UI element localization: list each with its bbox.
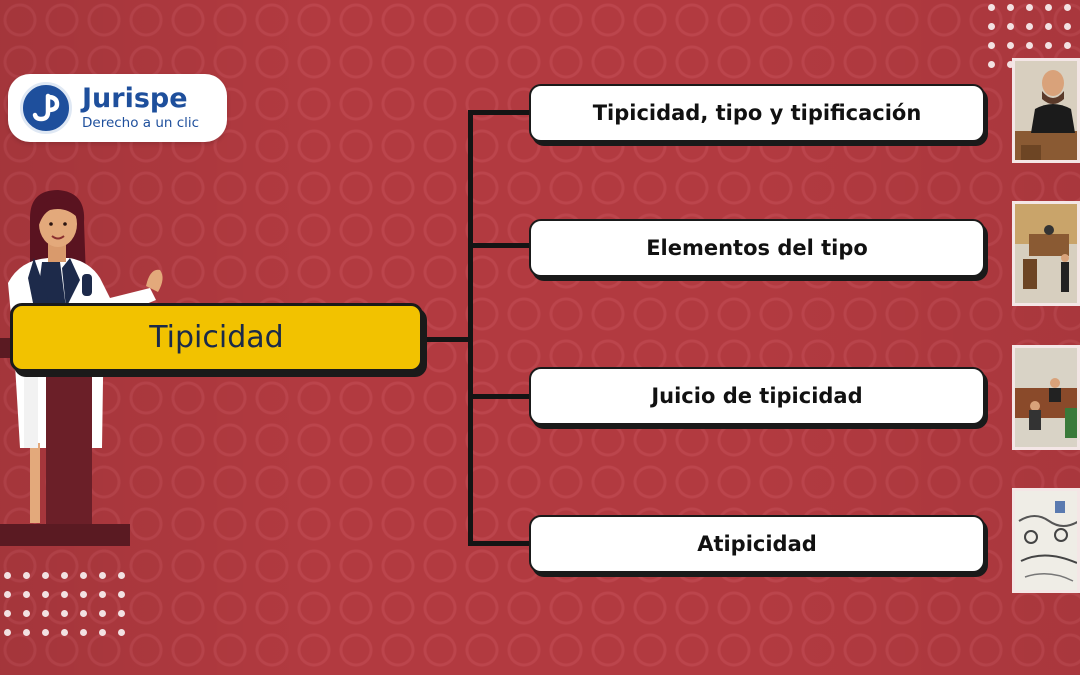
decorative-dot [118,629,125,636]
jurispe-logo-icon [20,82,72,134]
decorative-dot [99,610,106,617]
decorative-dot [61,610,68,617]
decorative-dot [80,610,87,617]
decorative-dot [23,572,30,579]
decorative-dot [42,629,49,636]
decorative-dot [988,61,995,68]
decorative-dot [80,572,87,579]
decorative-dot [4,572,11,579]
brand-tagline: Derecho a un clic [82,115,200,131]
decorative-dot [42,591,49,598]
decorative-dot [23,610,30,617]
decorative-dots-bottom-left [4,572,125,636]
connector-branch-4 [468,541,530,546]
decorative-dot [23,629,30,636]
decorative-dot [1026,42,1033,49]
decorative-dot [1007,42,1014,49]
decorative-dot [988,42,995,49]
branch-node-atipicidad: Atipicidad [529,515,985,573]
branch-node-juicio-de-tipicidad: Juicio de tipicidad [529,367,985,425]
decorative-dot [1026,23,1033,30]
decorative-dot [80,591,87,598]
hearing-sketch-illustration [1012,488,1080,593]
decorative-dot [1007,23,1014,30]
decorative-dot [4,610,11,617]
branch-node-elementos-del-tipo: Elementos del tipo [529,219,985,277]
decorative-dot [61,572,68,579]
decorative-dot [99,629,106,636]
decorative-dot [118,591,125,598]
decorative-dot [988,4,995,11]
decorative-dot [1064,4,1071,11]
brand-name: Jurispe [82,83,188,114]
decorative-dot [1045,42,1052,49]
decorative-dot [1007,61,1014,68]
decorative-dot [99,572,106,579]
decorative-dot [99,591,106,598]
decorative-dot [1045,4,1052,11]
podium-base [0,524,130,546]
connector-branch-1 [468,110,530,115]
jurispe-logo[interactable]: Jurispe Derecho a un clic [8,74,227,142]
courtroom-illustration [1012,201,1080,306]
connector-trunk [468,110,473,546]
decorative-dot [80,629,87,636]
decorative-dot [1064,42,1071,49]
branch-node-tipicidad-tipo-tipificacion: Tipicidad, tipo y tipificación [529,84,985,142]
decorative-dot [4,629,11,636]
podium-stand [46,372,92,532]
judge-illustration [1012,58,1080,163]
connector-branch-3 [468,394,530,399]
connector-branch-2 [468,243,530,248]
decorative-dot [1045,23,1052,30]
root-node-tipicidad: Tipicidad [10,303,423,372]
decorative-dot [61,591,68,598]
connector-root-to-trunk [423,337,473,342]
decorative-dot [1007,4,1014,11]
decorative-dot [23,591,30,598]
decorative-dot [988,23,995,30]
decorative-dot [4,591,11,598]
decorative-dot [61,629,68,636]
decorative-dot [1064,23,1071,30]
decorative-dot [118,610,125,617]
decorative-dot [1026,4,1033,11]
decorative-dot [118,572,125,579]
decorative-dot [42,610,49,617]
trial-illustration [1012,345,1080,450]
decorative-dot [42,572,49,579]
